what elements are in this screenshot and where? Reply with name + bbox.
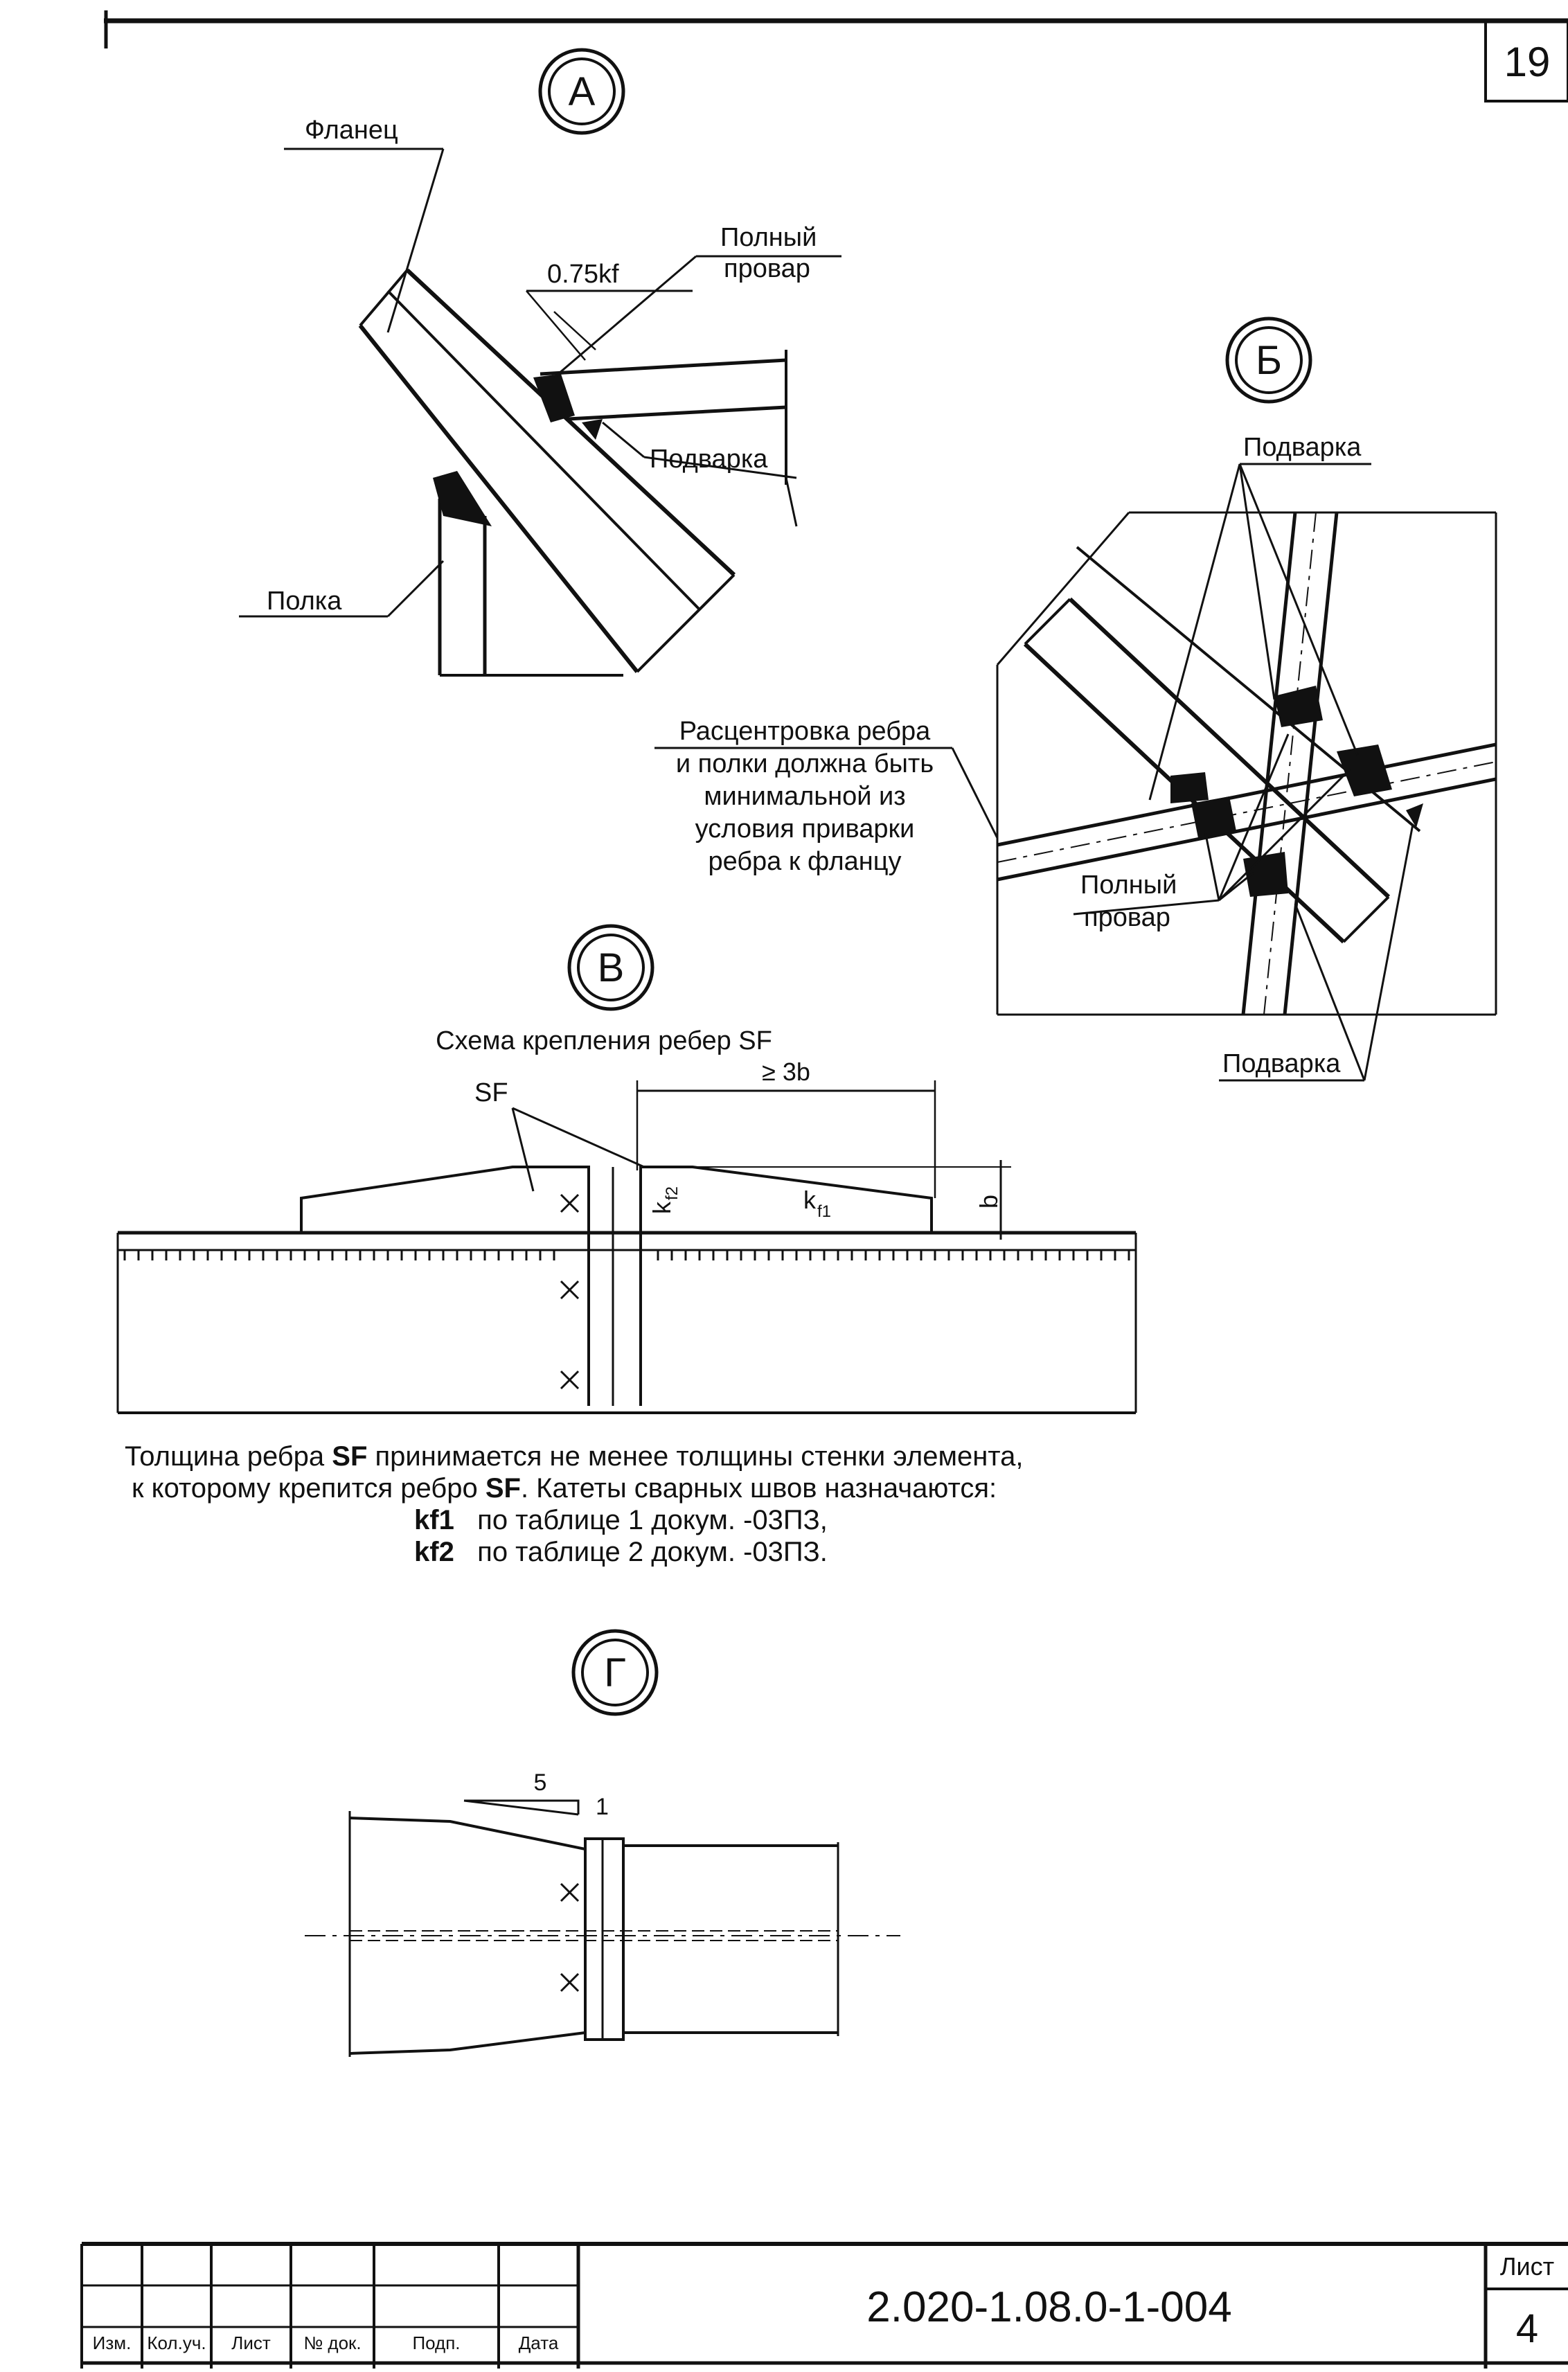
note-line-1: Толщина ребра SF принимается не менее то… (125, 1441, 1024, 1472)
slope-run-label: 5 (534, 1769, 547, 1796)
sheet-frame (80, 10, 1568, 2369)
full-penetration-a-line1: Полный (720, 223, 817, 252)
full-penetration-a-line2: провар (724, 254, 810, 283)
note-kf2: kf2 по таблице 2 докум. -03ПЗ. (414, 1537, 828, 1567)
tb-col-podp: Подп. (412, 2333, 461, 2353)
misalignment-note-line: условия приварки (695, 814, 915, 844)
misalignment-note-line: и полки должна быть (676, 749, 934, 778)
misalignment-note-line: ребра к фланцу (708, 847, 901, 876)
page-number-box: 19 (1484, 19, 1568, 102)
weld-kf1-main: k (803, 1186, 817, 1214)
view-b-marker-letter: Б (1256, 338, 1282, 383)
flange-label: Фланец (305, 116, 398, 145)
weld-hatching (123, 1250, 1130, 1260)
misalignment-note-line: Расцентровка ребра (679, 717, 931, 746)
view-v-caption: Схема крепления ребер SF (436, 1026, 772, 1055)
tb-col-list: Лист (231, 2333, 271, 2353)
sheet-label: Лист (1500, 2252, 1554, 2281)
backing-weld-b-top: Подварка (1243, 433, 1362, 462)
view-g (305, 1629, 900, 2057)
view-v (116, 924, 1137, 1414)
view-g-marker-circle (571, 1629, 659, 1716)
misalignment-note: Расцентровка ребра и полки должна быть м… (676, 717, 934, 876)
view-b (654, 316, 1497, 1082)
weld-kf1-sub: f1 (817, 1202, 831, 1221)
svg-text:k: k (648, 1201, 676, 1214)
page-number: 19 (1504, 39, 1551, 85)
slope-rise-label: 1 (596, 1794, 609, 1820)
dim-length-label: ≥ 3b (762, 1058, 810, 1086)
svg-text:f2: f2 (663, 1186, 681, 1200)
weld-kf2-label: k f2 (648, 1186, 681, 1214)
view-a-marker-letter: А (569, 69, 596, 114)
view-a-marker-circle (538, 48, 625, 135)
dim-height-label: b (974, 1195, 1003, 1209)
tb-col-ndok: № док. (303, 2333, 362, 2353)
document-code: 2.020-1.08.0-1-004 (866, 2283, 1231, 2331)
full-penetration-b-line2: провар (1084, 903, 1170, 932)
tb-col-data: Дата (518, 2333, 559, 2353)
tb-col-kolych: Кол.уч. (147, 2333, 206, 2353)
tb-col-izm: Изм. (92, 2333, 132, 2353)
view-g-marker-letter: Г (604, 1650, 625, 1695)
weld-size-label: 0.75kf (547, 260, 619, 289)
view-v-marker-letter: В (598, 945, 625, 990)
view-v-marker-circle (567, 924, 654, 1011)
view-a (239, 48, 841, 677)
backing-weld-b-bottom: Подварка (1222, 1049, 1341, 1078)
shelf-label: Полка (267, 587, 342, 616)
view-b-marker-circle (1225, 316, 1312, 404)
title-block (82, 2244, 1568, 2369)
misalignment-note-line: минимальной из (704, 782, 905, 811)
note-kf1: kf1 по таблице 1 докум. -03ПЗ, (414, 1505, 828, 1535)
rib-sf-label: SF (474, 1078, 508, 1107)
backing-weld-a-label: Подварка (650, 445, 768, 474)
full-penetration-b-line1: Полный (1080, 871, 1177, 900)
sheet-number: 4 (1516, 2306, 1538, 2351)
note-line-2: к которому крепится ребро SF. Катеты сва… (132, 1473, 997, 1504)
